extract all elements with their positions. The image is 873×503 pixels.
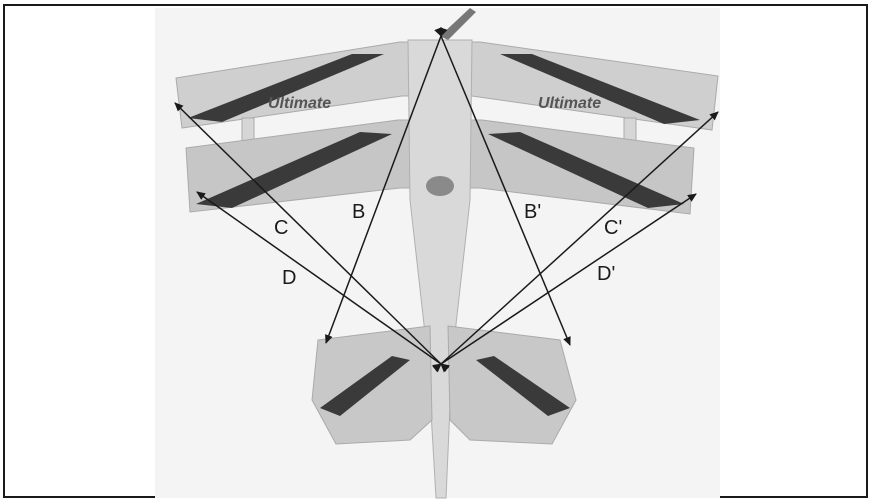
label-d: D	[282, 267, 296, 289]
label-c-prime: C'	[604, 217, 622, 239]
label-b: B	[352, 201, 365, 223]
label-b-prime: B'	[524, 201, 541, 223]
wing-marking-right: Ultimate	[538, 95, 601, 112]
label-d-prime: D'	[597, 263, 615, 285]
wing-marking-left: Ultimate	[268, 95, 331, 112]
label-c: C	[274, 217, 288, 239]
cockpit	[426, 176, 454, 196]
